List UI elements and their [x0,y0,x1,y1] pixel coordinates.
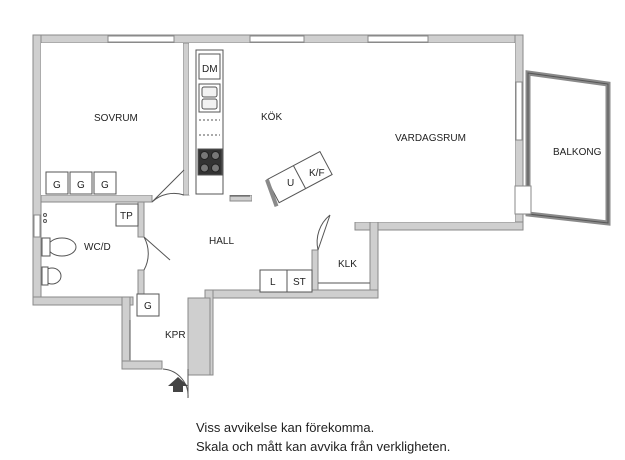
kitchen-counter [195,49,224,195]
wc-fixtures [41,213,77,286]
wardrobe-label-3: G [101,180,109,191]
disclaimer-line-1: Viss avvikelse kan förekomma. [196,420,375,435]
fixture-tp: TP [120,211,133,222]
disclaimer: Viss avvikelse kan förekomma. Skala och … [196,418,556,456]
fridge-unit [265,150,333,208]
fixture-kf: K/F [309,168,325,179]
balcony [514,70,611,226]
disclaimer-line-2: Skala och mått kan avvika från verklighe… [196,439,451,454]
fixture-st: ST [293,277,306,288]
room-sovrum: SOVRUM [94,113,138,124]
room-klk: KLK [338,259,357,270]
room-kpr: KPR [165,330,186,341]
windows [33,35,523,238]
wardrobes [45,171,117,195]
room-wcd: WC/D [84,242,111,253]
kpr-g-box [136,293,160,317]
doors [143,169,331,399]
interior-walls [40,42,359,301]
wardrobe-label-2: G [77,180,85,191]
room-kok: KÖK [261,111,282,123]
fixture-dm: DM [202,64,218,75]
storage-boxes [259,269,313,293]
fixture-u: U [287,178,294,189]
tp-box [115,203,139,227]
room-balkong: BALKONG [553,147,602,158]
fixture-g-hall: G [144,301,152,312]
entrance-arrow-icon [168,377,188,392]
fixture-l: L [270,277,276,288]
room-vardagsrum: VARDAGSRUM [395,133,466,144]
wardrobe-label-1: G [53,180,61,191]
room-fills [41,43,515,222]
room-hall: HALL [209,236,234,247]
